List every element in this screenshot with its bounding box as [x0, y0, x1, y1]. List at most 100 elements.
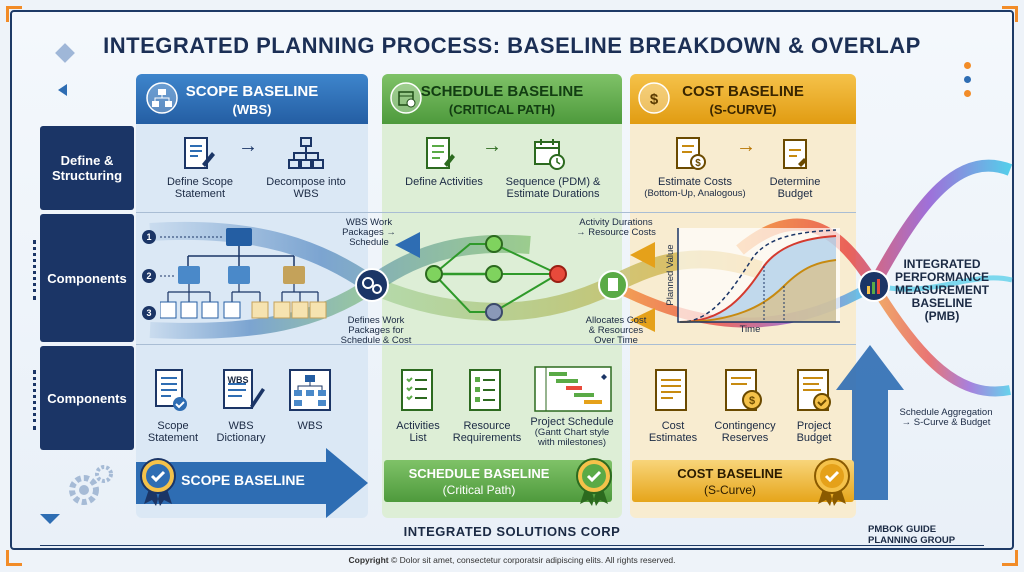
- contingency-reserves-icon: $: [725, 369, 762, 411]
- gears-hub-icon: [355, 268, 389, 302]
- s-curve-chart: [677, 228, 840, 323]
- row-label-components: Components: [40, 214, 134, 342]
- clipboard-check-icon: [783, 139, 807, 169]
- cost-output-estimates: Cost Estimates: [648, 420, 698, 444]
- triangle-icon: [58, 84, 67, 96]
- copyright-text: © Dolor sit amet, consectetur corporatsi…: [391, 555, 676, 565]
- calendar-clock-icon: [534, 139, 565, 170]
- scope-statement-icon: [155, 369, 187, 411]
- cost-header: COST BASELINE (S-CURVE): [630, 74, 856, 124]
- checklist-icon: [426, 137, 455, 169]
- group-line-1: PMBOK GUIDE: [868, 524, 937, 535]
- schedule-step1-label: Define Activities: [405, 176, 483, 188]
- flow-allocates: Allocates Cost & Resources Over Time: [585, 315, 647, 346]
- schedule-banner-label: SCHEDULE BASELINE: [408, 466, 550, 481]
- corner-mark: [1002, 550, 1018, 566]
- scope-header-title: SCOPE BASELINE: [185, 83, 319, 100]
- schedule-header: SCHEDULE BASELINE (CRITICAL PATH): [382, 74, 622, 124]
- cost-step1-sub: (Bottom-Up, Analogous): [644, 188, 746, 199]
- invoice-dollar-icon: $: [676, 137, 706, 170]
- wbs-tree: [160, 228, 327, 319]
- row-dots: [33, 240, 39, 300]
- cost-step1-label: Estimate Costs: [658, 176, 732, 188]
- chart-xlabel: Time: [739, 324, 761, 335]
- cost-banner-label: COST BASELINE: [677, 466, 783, 481]
- dot-icon: [964, 90, 971, 97]
- scope-step1-arrow: →: [238, 135, 258, 157]
- scope-output-statement: Scope Statement: [147, 420, 199, 444]
- scope-header: SCOPE BASELINE (WBS): [136, 74, 368, 124]
- level-marker: 1: [142, 230, 156, 244]
- schedule-header-sub: (CRITICAL PATH): [448, 102, 556, 117]
- flow-activity-to-cost: Activity Durations → Resource Costs: [576, 217, 656, 238]
- scope-output-dictionary: WBS Dictionary: [216, 420, 266, 444]
- row-label-define: Define & Structuring: [40, 126, 134, 210]
- scope-column: [136, 74, 368, 518]
- chart-ylabel: Planned Value: [665, 244, 676, 306]
- hierarchy-icon: [146, 82, 178, 114]
- schedule-output-project-sub: (Gantt Chart style with milestones): [534, 427, 610, 448]
- scope-banner-arrow: [136, 448, 368, 518]
- pmb-label: INTEGRATED PERFORMANCE MEASUREMENT BASEL…: [894, 257, 989, 323]
- row-divider: [136, 212, 856, 213]
- cost-step-arrow: →: [736, 135, 756, 157]
- wbs-dictionary-icon: [223, 369, 265, 409]
- cost-output-budget: Project Budget: [796, 420, 832, 444]
- schedule-banner-sub: (Critical Path): [442, 483, 516, 497]
- row-label-components-2: Components: [40, 346, 134, 450]
- cost-step2-label: Determine Budget: [769, 176, 821, 200]
- corner-mark: [1002, 6, 1018, 22]
- resource-requirements-icon: [469, 369, 501, 411]
- calendar-icon: [390, 82, 422, 114]
- level-marker: 2: [142, 269, 156, 283]
- page-title: INTEGRATED PLANNING PROCESS: BASELINE BR…: [103, 33, 921, 58]
- schedule-output-resources: Resource Requirements: [452, 420, 522, 444]
- scope-banner-label: SCOPE BASELINE: [181, 472, 305, 488]
- award-ribbon-icon: [814, 458, 850, 506]
- award-ribbon-icon: [140, 458, 176, 506]
- svg-text:$: $: [749, 395, 755, 407]
- hierarchy-icon: [288, 137, 324, 169]
- scope-step2-label: Decompose into WBS: [266, 176, 346, 200]
- svg-text:$: $: [650, 91, 659, 108]
- cost-output-contingency: Contingency Reserves: [714, 420, 776, 444]
- svg-text:$: $: [695, 158, 701, 169]
- cost-estimates-icon: [655, 369, 687, 411]
- flow-aggregation: Schedule Aggregation → S-Curve & Budget: [899, 407, 993, 428]
- schedule-output-project: Project Schedule: [530, 416, 614, 428]
- group-line-2: PLANNING GROUP: [868, 535, 956, 546]
- schedule-header-title: SCHEDULE BASELINE: [420, 83, 584, 100]
- level-marker: 3: [142, 306, 156, 320]
- row-dots: [33, 370, 39, 430]
- flow-defines-work: Defines Work Packages for Schedule & Cos…: [340, 315, 412, 346]
- scope-header-sub: (WBS): [232, 102, 272, 117]
- footer-rule: [40, 545, 984, 546]
- document-hub-icon: [598, 270, 628, 300]
- copyright-label: Copyright: [348, 555, 389, 565]
- footer: Copyright © Dolor sit amet, consectetur …: [0, 555, 1024, 565]
- scope-output-wbs: WBS: [297, 420, 323, 432]
- wbs-dictionary-tag: WBS: [227, 375, 249, 385]
- gears-icon: [69, 465, 113, 505]
- corner-mark: [6, 6, 22, 22]
- schedule-step-arrow: →: [482, 135, 502, 157]
- wbs-chart-icon: [289, 369, 331, 411]
- activities-list-icon: [401, 369, 433, 411]
- scope-step1-label: Define Scope Statement: [166, 176, 234, 200]
- cost-header-title: COST BASELINE: [682, 83, 804, 100]
- cost-header-sub: (S-CURVE): [709, 102, 777, 117]
- gantt-chart-icon: [534, 366, 612, 412]
- dot-icon: [964, 76, 971, 83]
- schedule-banner: [384, 460, 612, 502]
- award-ribbon-icon: [576, 458, 612, 506]
- schedule-step2-label: Sequence (PDM) & Estimate Durations: [505, 176, 601, 200]
- project-budget-icon: [797, 369, 831, 411]
- company-name: INTEGRATED SOLUTIONS CORP: [403, 524, 621, 539]
- network-diagram: [425, 235, 567, 321]
- performance-chart-icon: [858, 270, 890, 302]
- row-divider: [136, 344, 856, 345]
- corner-mark: [6, 550, 22, 566]
- cost-banner-sub: (S-Curve): [703, 483, 756, 497]
- dot-icon: [964, 62, 971, 69]
- flow-wbs-to-schedule: WBS Work Packages → Schedule: [342, 217, 396, 248]
